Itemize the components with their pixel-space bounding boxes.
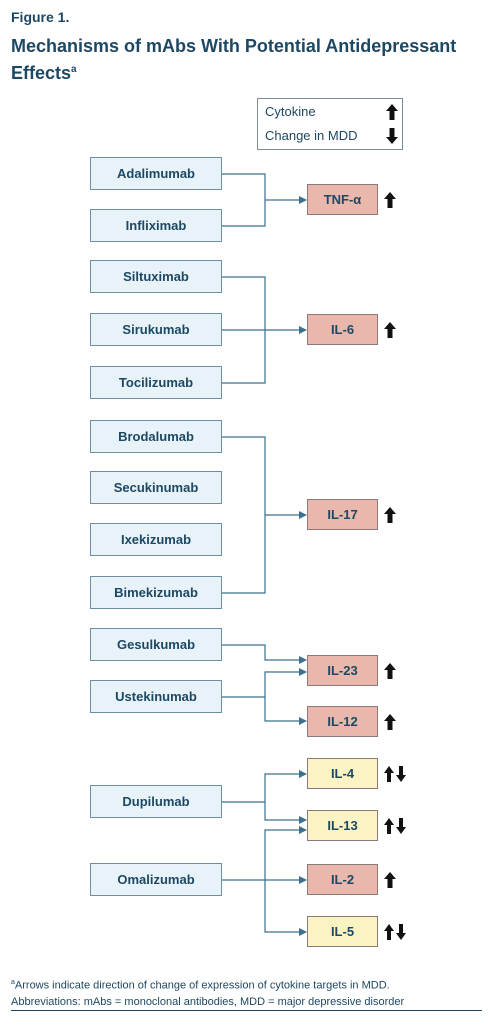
figure-title-superscript: a xyxy=(71,64,77,75)
cytokine-il-17: IL-17 xyxy=(307,499,378,530)
footnote-line-2: Abbreviations: mAbs = monoclonal antibod… xyxy=(11,995,405,1008)
connector-gesulkumab-il23 xyxy=(222,644,307,664)
connector-ustekinumab-il23 xyxy=(264,668,307,697)
drug-sirukumab: Sirukumab xyxy=(90,313,222,346)
connector-omalizumab-il13 xyxy=(264,826,307,880)
connector-omalizumab-il5 xyxy=(264,880,307,936)
arrow-down-icon xyxy=(386,128,398,144)
figure-title-text: Mechanisms of mAbs With Potential Antide… xyxy=(11,36,457,83)
connector-dupilumab-il4 xyxy=(264,770,307,802)
footnote: aArrows indicate direction of change of … xyxy=(11,975,486,1010)
connector-ustekinumab-il12 xyxy=(264,697,307,725)
arrow-up-icon xyxy=(384,322,396,338)
legend-cytokine-label: Cytokine xyxy=(265,104,316,119)
drug-siltuximab: Siltuximab xyxy=(90,260,222,293)
connector-il17-bracket xyxy=(222,436,266,594)
drug-bimekizumab: Bimekizumab xyxy=(90,576,222,609)
footnote-superscript: a xyxy=(11,979,15,986)
drug-tocilizumab: Tocilizumab xyxy=(90,366,222,399)
legend-change-row: Change in MDD xyxy=(265,128,398,144)
bottom-rule xyxy=(11,1010,482,1011)
cytokine-il-6: IL-6 xyxy=(307,314,378,345)
arrow-up-icon xyxy=(384,663,396,679)
cytokine-il-5: IL-5 xyxy=(307,916,378,947)
arrow-up-down-icon xyxy=(384,818,406,834)
drug-ixekizumab: Ixekizumab xyxy=(90,523,222,556)
drug-gesulkumab: Gesulkumab xyxy=(90,628,222,661)
figure-title: Mechanisms of mAbs With Potential Antide… xyxy=(11,35,481,85)
footnote-text-1: Arrows indicate direction of change of e… xyxy=(14,979,390,992)
figure-label: Figure 1. xyxy=(11,9,70,25)
connector-tnf-bracket xyxy=(222,173,266,227)
arrow-up-icon xyxy=(384,714,396,730)
legend-cytokine-row: Cytokine xyxy=(265,104,398,120)
cytokine-tnf-alpha: TNF-α xyxy=(307,184,378,215)
arrow-up-icon xyxy=(384,192,396,208)
cytokine-il-23: IL-23 xyxy=(307,655,378,686)
drug-infliximab: Infliximab xyxy=(90,209,222,242)
arrow-up-down-icon xyxy=(384,766,406,782)
drug-dupilumab: Dupilumab xyxy=(90,785,222,818)
cytokine-il-12: IL-12 xyxy=(307,706,378,737)
legend-change-label: Change in MDD xyxy=(265,128,358,143)
arrow-up-icon xyxy=(386,104,398,120)
cytokine-il-4: IL-4 xyxy=(307,758,378,789)
drug-ustekinumab: Ustekinumab xyxy=(90,680,222,713)
connector-dupilumab-il13 xyxy=(264,802,307,824)
drug-brodalumab: Brodalumab xyxy=(90,420,222,453)
arrow-up-icon xyxy=(384,507,396,523)
drug-adalimumab: Adalimumab xyxy=(90,157,222,190)
cytokine-il-13: IL-13 xyxy=(307,810,378,841)
arrow-up-icon xyxy=(384,872,396,888)
footnote-line-1: aArrows indicate direction of change of … xyxy=(11,975,486,994)
drug-secukinumab: Secukinumab xyxy=(90,471,222,504)
cytokine-il-2: IL-2 xyxy=(307,864,378,895)
drug-omalizumab: Omalizumab xyxy=(90,863,222,896)
arrow-up-down-icon xyxy=(384,924,406,940)
legend: Cytokine Change in MDD xyxy=(257,98,403,150)
